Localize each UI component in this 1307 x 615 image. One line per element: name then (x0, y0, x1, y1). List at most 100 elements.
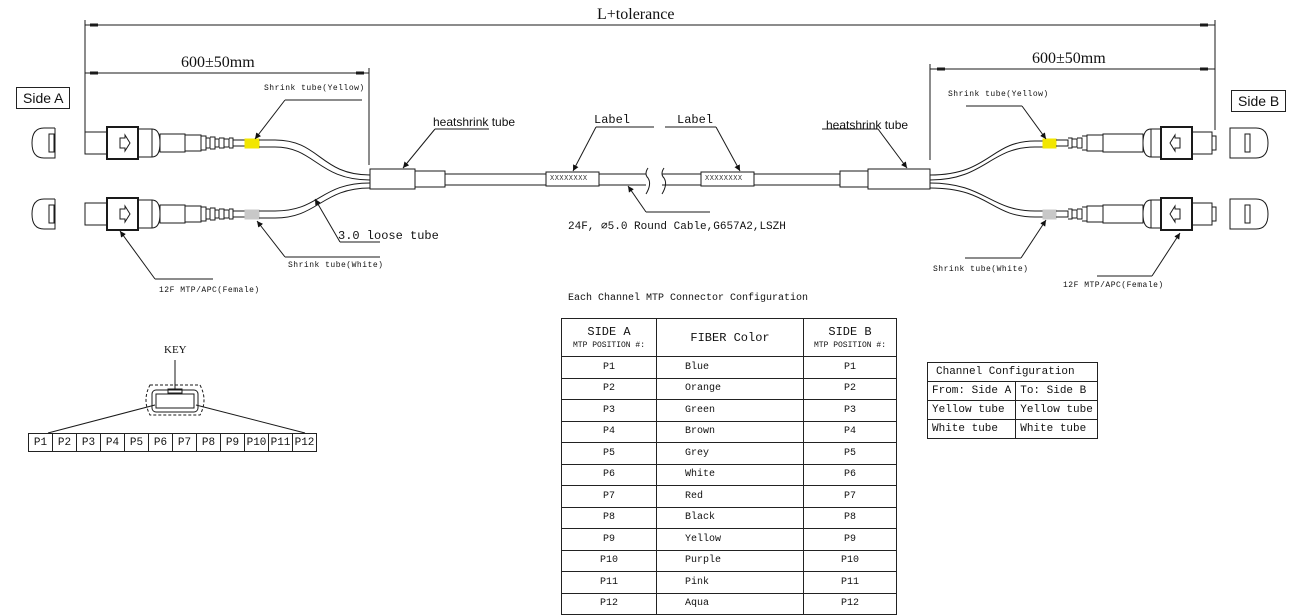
loose-tube-b-top (929, 140, 1045, 176)
position-cell: P7 (172, 433, 197, 452)
shrink-tube-white-a (244, 209, 260, 220)
position-cell: P9 (220, 433, 245, 452)
side-b-position-cell: P11 (803, 571, 897, 594)
fiber-color-cell: Purple (656, 549, 804, 572)
position-cell: P8 (196, 433, 221, 452)
side-a-position-cell: P8 (561, 506, 657, 529)
side-b-position-cell: P7 (803, 485, 897, 508)
position-cell: P12 (292, 433, 317, 452)
side-a-position-cell: P6 (561, 463, 657, 486)
fiber-color-cell: Brown (656, 420, 804, 443)
side-a-position-cell: P10 (561, 549, 657, 572)
connector-b-bottom (1042, 197, 1269, 231)
position-cell: P1 (28, 433, 53, 452)
table-cell: Yellow tube (926, 400, 1017, 420)
fiber-color-cell: Grey (656, 442, 804, 465)
loose-tube-b-bottom (929, 182, 1045, 212)
loose-tube-a-top (259, 139, 371, 176)
callout-loose-tube: 3.0 loose tube (338, 229, 439, 243)
mtp-key-face (47, 360, 306, 434)
side-a-position-cell: P5 (561, 442, 657, 465)
callout-connector-b: 12F MTP/APC(Female) (1063, 281, 1164, 290)
table-cell: Yellow tube (1015, 400, 1098, 420)
side-b-position-cell: P1 (803, 356, 897, 379)
label-box-a (545, 171, 600, 187)
position-cell: P6 (148, 433, 173, 452)
breakout-b-dimension: 600±50mm (1032, 50, 1106, 67)
side-b-position-cell: P5 (803, 442, 897, 465)
side-a-position-cell: P3 (561, 399, 657, 422)
callout-shrink-white-a: Shrink tube(White) (288, 261, 384, 270)
shrink-tube-yellow-b (1042, 138, 1057, 149)
fiber-color-cell: Yellow (656, 528, 804, 551)
table-cell: To: Side B (1015, 381, 1098, 401)
loose-tube-a-bottom (259, 182, 371, 212)
side-b-position-cell: P9 (803, 528, 897, 551)
table-cell: From: Side A (926, 381, 1017, 401)
side-a-position-cell: P7 (561, 485, 657, 508)
callout-heatshrink-a: heatshrink tube (433, 115, 516, 129)
header-fiber-color: FIBER Color (656, 318, 804, 357)
callout-shrink-white-b: Shrink tube(White) (933, 265, 1029, 274)
channel-config-title: Channel Configuration (927, 362, 1098, 382)
connector-a-top (31, 126, 260, 160)
fiber-color-cell: White (656, 463, 804, 486)
side-b-position-cell: P2 (803, 377, 897, 400)
shrink-tube-yellow-a (244, 138, 260, 149)
side-b-position-cell: P4 (803, 420, 897, 443)
side-a-position-cell: P9 (561, 528, 657, 551)
connector-a-bottom (31, 197, 260, 231)
side-b-position-cell: P10 (803, 549, 897, 572)
breakout-a-dimension: 600±50mm (181, 54, 255, 71)
callout-label-b: Label (677, 113, 714, 127)
label-placeholder-b: XXXXXXXX (705, 175, 743, 183)
connector-b-top (1042, 126, 1269, 160)
label-box-b (700, 171, 755, 187)
side-a-label: Side A (16, 87, 71, 109)
fiber-color-cell: Blue (656, 356, 804, 379)
position-cell: P3 (76, 433, 101, 452)
fiber-color-cell: Orange (656, 377, 804, 400)
position-cell: P5 (124, 433, 149, 452)
callout-shrink-yellow-a: Shrink tube(Yellow) (264, 84, 365, 93)
shrink-tube-white-b (1042, 209, 1057, 220)
side-a-position-cell: P1 (561, 356, 657, 379)
position-cell: P2 (52, 433, 77, 452)
key-label: KEY (164, 344, 187, 356)
table-cell: White tube (926, 419, 1017, 439)
table-cell: White tube (1015, 419, 1098, 439)
position-cell: P11 (268, 433, 293, 452)
fiber-color-cell: Red (656, 485, 804, 508)
side-a-position-cell: P2 (561, 377, 657, 400)
side-b-position-cell: P3 (803, 399, 897, 422)
connector-config-title: Each Channel MTP Connector Configuration (568, 293, 809, 304)
fiber-color-cell: Green (656, 399, 804, 422)
callout-connector-a: 12F MTP/APC(Female) (159, 286, 260, 295)
side-b-position-cell: P6 (803, 463, 897, 486)
overall-length-dimension: L+tolerance (597, 6, 675, 23)
fiber-color-cell: Pink (656, 571, 804, 594)
side-b-label: Side B (1231, 90, 1287, 112)
position-cell: P10 (244, 433, 269, 452)
callout-label-a: Label (594, 113, 631, 127)
callout-heatshrink-b: heatshrink tube (826, 118, 909, 132)
label-placeholder-a: XXXXXXXX (550, 175, 588, 183)
side-a-position-cell: P11 (561, 571, 657, 594)
side-b-position-cell: P8 (803, 506, 897, 529)
callout-shrink-yellow-b: Shrink tube(Yellow) (948, 90, 1049, 99)
